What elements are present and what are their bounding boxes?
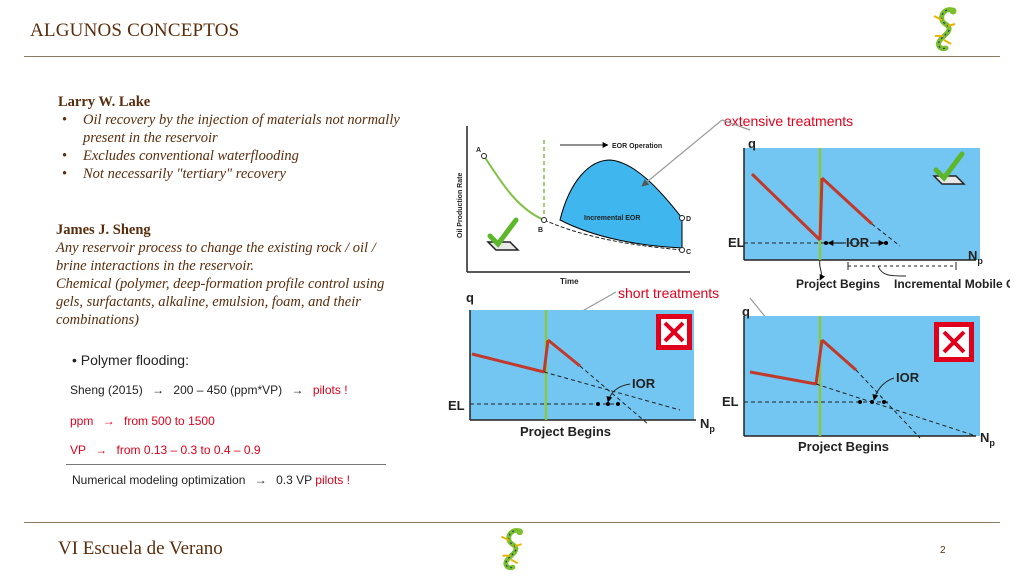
lake-bullets: Oil recovery by the injection of materia… xyxy=(58,111,418,183)
check-icon xyxy=(486,217,520,251)
project-begins-label: Project Begins xyxy=(520,424,611,439)
lake-author: Larry W. Lake xyxy=(58,94,151,110)
footer-title: VI Escuela de Verano xyxy=(58,538,223,559)
lake-bullet: Excludes conventional waterflooding xyxy=(58,147,418,165)
gecko-logo-icon xyxy=(501,528,523,571)
extensive-treatment-panel: q EL Np IOR Project Begins Incremental M… xyxy=(728,136,1010,291)
axis-np-label: Np xyxy=(980,430,995,448)
ior-label: IOR xyxy=(632,376,656,391)
lake-section: Larry W. Lake Oil recovery by the inject… xyxy=(58,93,418,183)
page-title: ALGUNOS CONCEPTOS xyxy=(30,20,240,41)
header-rule xyxy=(24,56,1000,57)
axis-np-label: Np xyxy=(968,248,983,266)
sheng-chemical: Chemical (polymer, deep-formation profil… xyxy=(56,276,385,328)
page-number: 2 xyxy=(940,545,946,556)
polymer-row-numerical: Numerical modeling optimization → 0.3 VP… xyxy=(72,473,350,487)
eor-operation-label: EOR Operation xyxy=(612,143,662,150)
project-begins-label: Project Begins xyxy=(798,439,889,454)
arrow-right-icon: → xyxy=(95,443,108,457)
lake-bullet: Oil recovery by the injection of materia… xyxy=(58,111,418,147)
short-treatment-panel-right: q EL Np IOR Project Begins xyxy=(722,304,995,454)
check-icon xyxy=(932,151,966,185)
arrow-right-icon: → xyxy=(291,383,304,397)
footer-rule xyxy=(24,522,1000,523)
lake-bullet: Not necessarily "tertiary" recovery xyxy=(58,165,418,183)
axis-el-label: EL xyxy=(722,394,739,409)
polymer-row-vp: VP → from 0.13 – 0.3 to 0.4 – 0.9 xyxy=(70,443,261,457)
arrow-right-icon: → xyxy=(102,414,115,428)
eor-xlabel: Time xyxy=(560,277,579,286)
polymer-row-ppm: ppm → from 500 to 1500 xyxy=(70,414,215,428)
short-treatment-panel-left: q EL Np IOR Project Begins xyxy=(448,290,715,439)
callout-short-treatments: short treatments xyxy=(618,285,719,301)
ior-label: IOR xyxy=(846,235,870,250)
gecko-logo-icon xyxy=(933,7,957,51)
sheng-author: James J. Sheng xyxy=(56,222,151,238)
header-logo xyxy=(922,6,968,52)
polymer-heading: • Polymer flooding: xyxy=(72,352,189,368)
eor-ylabel: Oil Production Rate xyxy=(457,173,464,238)
axis-q-label: q xyxy=(466,290,474,305)
axis-np-label: Np xyxy=(700,416,715,434)
footer-logo xyxy=(490,526,534,572)
ior-label: IOR xyxy=(896,370,920,385)
eor-area-label: Incremental EOR xyxy=(584,215,640,222)
incremental-eor-area xyxy=(559,159,683,249)
polymer-divider xyxy=(66,464,386,465)
eor-production-chart: Oil Production Rate Time EOR Operation I… xyxy=(457,126,691,286)
point-label: C xyxy=(686,249,691,256)
arrow-right-icon: → xyxy=(254,473,267,487)
point-label: D xyxy=(686,216,691,223)
axis-q-label: q xyxy=(742,304,750,319)
axis-q-label: q xyxy=(748,136,756,151)
cross-icon xyxy=(934,322,974,362)
arrow-right-icon: → xyxy=(152,383,165,397)
callout-extensive-treatments: extensive treatments xyxy=(724,113,853,129)
eor-figure: Oil Production Rate Time EOR Operation I… xyxy=(448,113,1010,454)
point-label: B xyxy=(538,227,543,234)
polymer-row-sheng: Sheng (2015) → 200 – 450 (ppm*VP) → pilo… xyxy=(70,383,348,397)
point-label: A xyxy=(476,147,481,154)
axis-el-label: EL xyxy=(448,398,465,413)
project-begins-label: Project Begins xyxy=(796,277,880,291)
incremental-mobile-oil-label: Incremental Mobile Oil xyxy=(894,277,1010,291)
cross-icon xyxy=(656,314,692,350)
sheng-section: James J. Sheng Any reservoir process to … xyxy=(56,221,406,329)
sheng-definition: Any reservoir process to change the exis… xyxy=(56,240,376,274)
axis-el-label: EL xyxy=(728,235,745,250)
